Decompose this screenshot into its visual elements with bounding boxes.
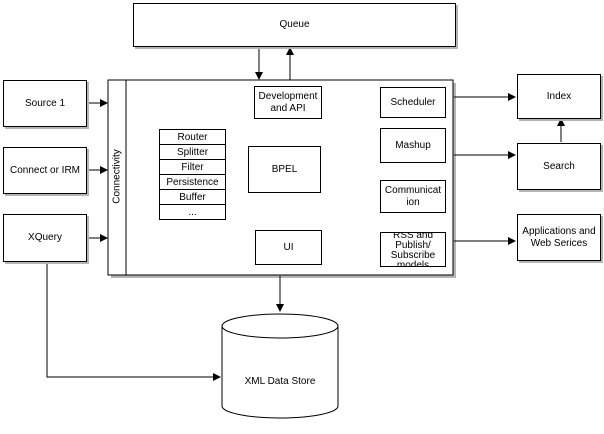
stack-more: ... xyxy=(159,204,226,220)
queue-label: Queue xyxy=(279,19,310,30)
connect-irm-box: Connect or IRM xyxy=(3,147,87,194)
ui-box: UI xyxy=(255,230,322,265)
communication-box: Communication xyxy=(380,180,446,213)
stack-persistence: Persistence xyxy=(159,174,226,190)
index-label: Index xyxy=(546,90,572,102)
development-api-box: Development and API xyxy=(254,86,322,119)
arrow-xquery-to-store xyxy=(46,262,221,381)
connectivity-strip xyxy=(107,79,127,276)
stack-filter: Filter xyxy=(159,159,226,175)
stack-splitter: Splitter xyxy=(159,144,226,160)
mashup-label: Mashup xyxy=(395,139,431,151)
rss-box: RSS and Publish/ Subscribe models xyxy=(380,232,446,267)
bpel-label: BPEL xyxy=(271,163,298,175)
queue-box: Queue xyxy=(133,3,456,47)
component-stack: Router Splitter Filter Persistence Buffe… xyxy=(159,129,226,221)
connectivity-label: Connectivity xyxy=(111,149,123,204)
scheduler-label: Scheduler xyxy=(390,96,436,108)
source-1-box: Source 1 xyxy=(3,80,87,127)
stack-buffer: Buffer xyxy=(159,189,226,205)
xquery-label: XQuery xyxy=(28,232,62,243)
connect-irm-label: Connect or IRM xyxy=(9,164,81,176)
stack-router: Router xyxy=(159,129,226,145)
xquery-box: XQuery xyxy=(3,214,87,262)
mashup-box: Mashup xyxy=(380,128,446,163)
communication-label: Communication xyxy=(384,184,442,208)
source-1-label: Source 1 xyxy=(24,97,66,109)
xml-data-store-cylinder xyxy=(221,313,339,419)
index-box: Index xyxy=(517,74,601,119)
applications-label: Applications and Web Serices xyxy=(522,225,596,249)
rss-label: RSS and Publish/ Subscribe models xyxy=(390,232,436,267)
bpel-box: BPEL xyxy=(248,146,321,193)
search-label: Search xyxy=(543,160,575,172)
scheduler-box: Scheduler xyxy=(380,87,446,118)
development-api-label: Development and API xyxy=(258,90,318,114)
applications-box: Applications and Web Serices xyxy=(517,214,601,261)
ui-label: UI xyxy=(283,241,294,253)
xml-data-store-label: XML Data Store xyxy=(244,376,316,387)
search-box: Search xyxy=(517,143,601,190)
